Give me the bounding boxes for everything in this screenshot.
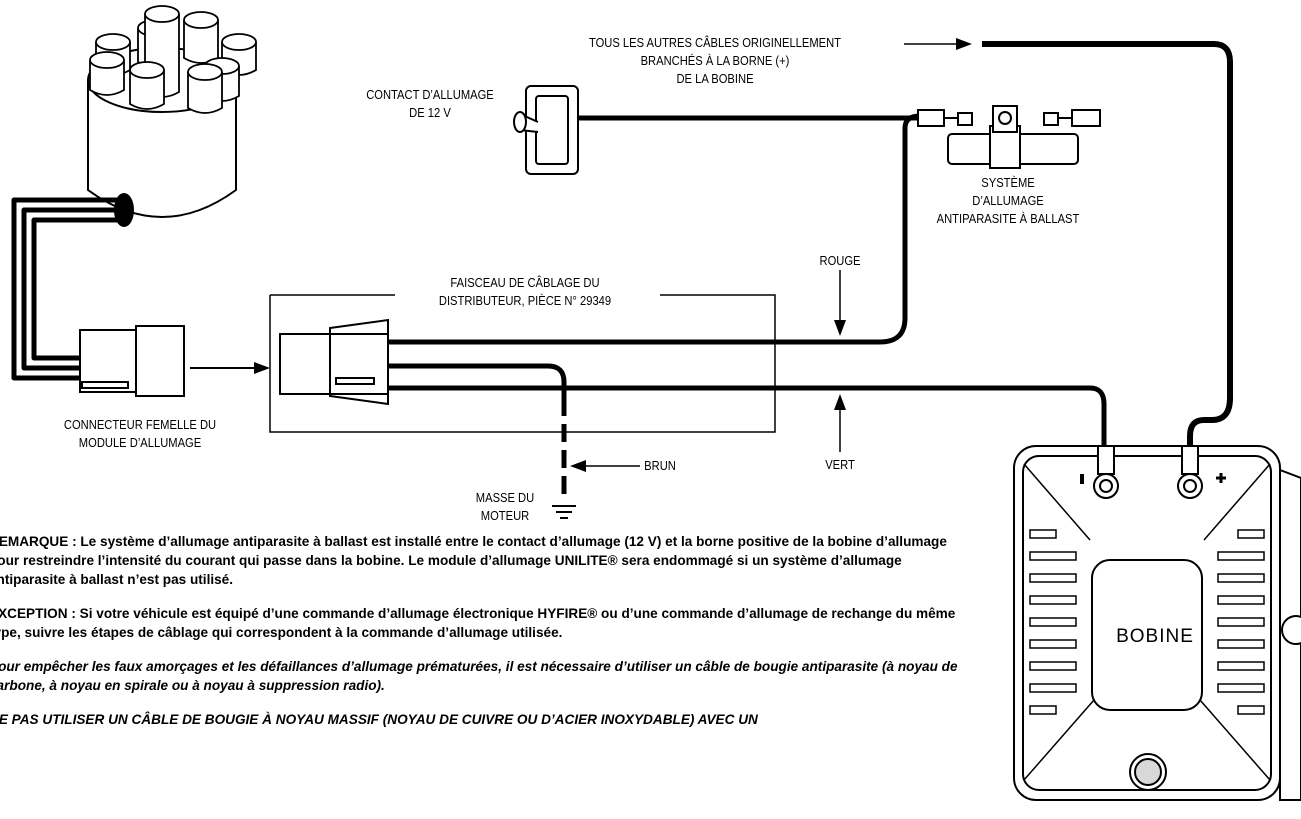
notes: REMARQUE : Le système d’allumage antipar…	[0, 532, 975, 744]
note-remarque: REMARQUE : Le système d’allumage antipar…	[0, 534, 947, 587]
female-connector-label: CONNECTEUR FEMELLE DU MODULE D’ALLUMAGE	[63, 417, 217, 450]
distributor-cap	[87, 5, 257, 227]
ballast-resistor	[917, 105, 1101, 169]
harness-label: FAISCEAU DE CÂBLAGE DU DISTRIBUTEUR, PIÈ…	[438, 275, 612, 308]
ground-symbol	[552, 505, 576, 519]
note-do-not-use: NE PAS UTILISER UN CÂBLE DE BOUGIE À NOY…	[0, 712, 758, 727]
green-wire-label: VERT	[825, 457, 855, 472]
connect-arrow	[190, 362, 270, 374]
other-cables-arrow	[904, 38, 972, 50]
note-exception: EXCEPTION : Si votre véhicule est équipé…	[0, 606, 956, 640]
other-cables-label: TOUS LES AUTRES CÂBLES ORIGINELLEMENT BR…	[588, 35, 842, 86]
ignition-switch	[513, 85, 579, 175]
ground-label: MASSE DU MOTEUR	[475, 490, 535, 523]
coil-label: BOBINE	[1116, 626, 1194, 647]
other-cables-wire	[982, 41, 1233, 446]
brown-arrow	[570, 460, 640, 472]
green-arrow	[834, 394, 846, 452]
harness-box	[269, 294, 776, 433]
red-wire-label: ROUGE	[819, 253, 861, 268]
ballast-label: SYSTÈME D’ALLUMAGE ANTIPARASITE À BALLAS…	[936, 175, 1080, 226]
coil	[1013, 445, 1301, 801]
note-spark-cable: Pour empêcher les faux amorçages et les …	[0, 659, 958, 693]
coil-vents-right	[1217, 529, 1265, 715]
coil-vents-left	[1029, 529, 1077, 715]
red-arrow	[834, 270, 846, 336]
ignition-switch-label: CONTACT D’ALLUMAGE DE 12 V	[366, 87, 494, 120]
female-connector	[79, 325, 185, 397]
distributor-cable	[11, 197, 126, 381]
brown-wire-label: BRUN	[644, 458, 676, 473]
harness-connector	[279, 318, 389, 406]
